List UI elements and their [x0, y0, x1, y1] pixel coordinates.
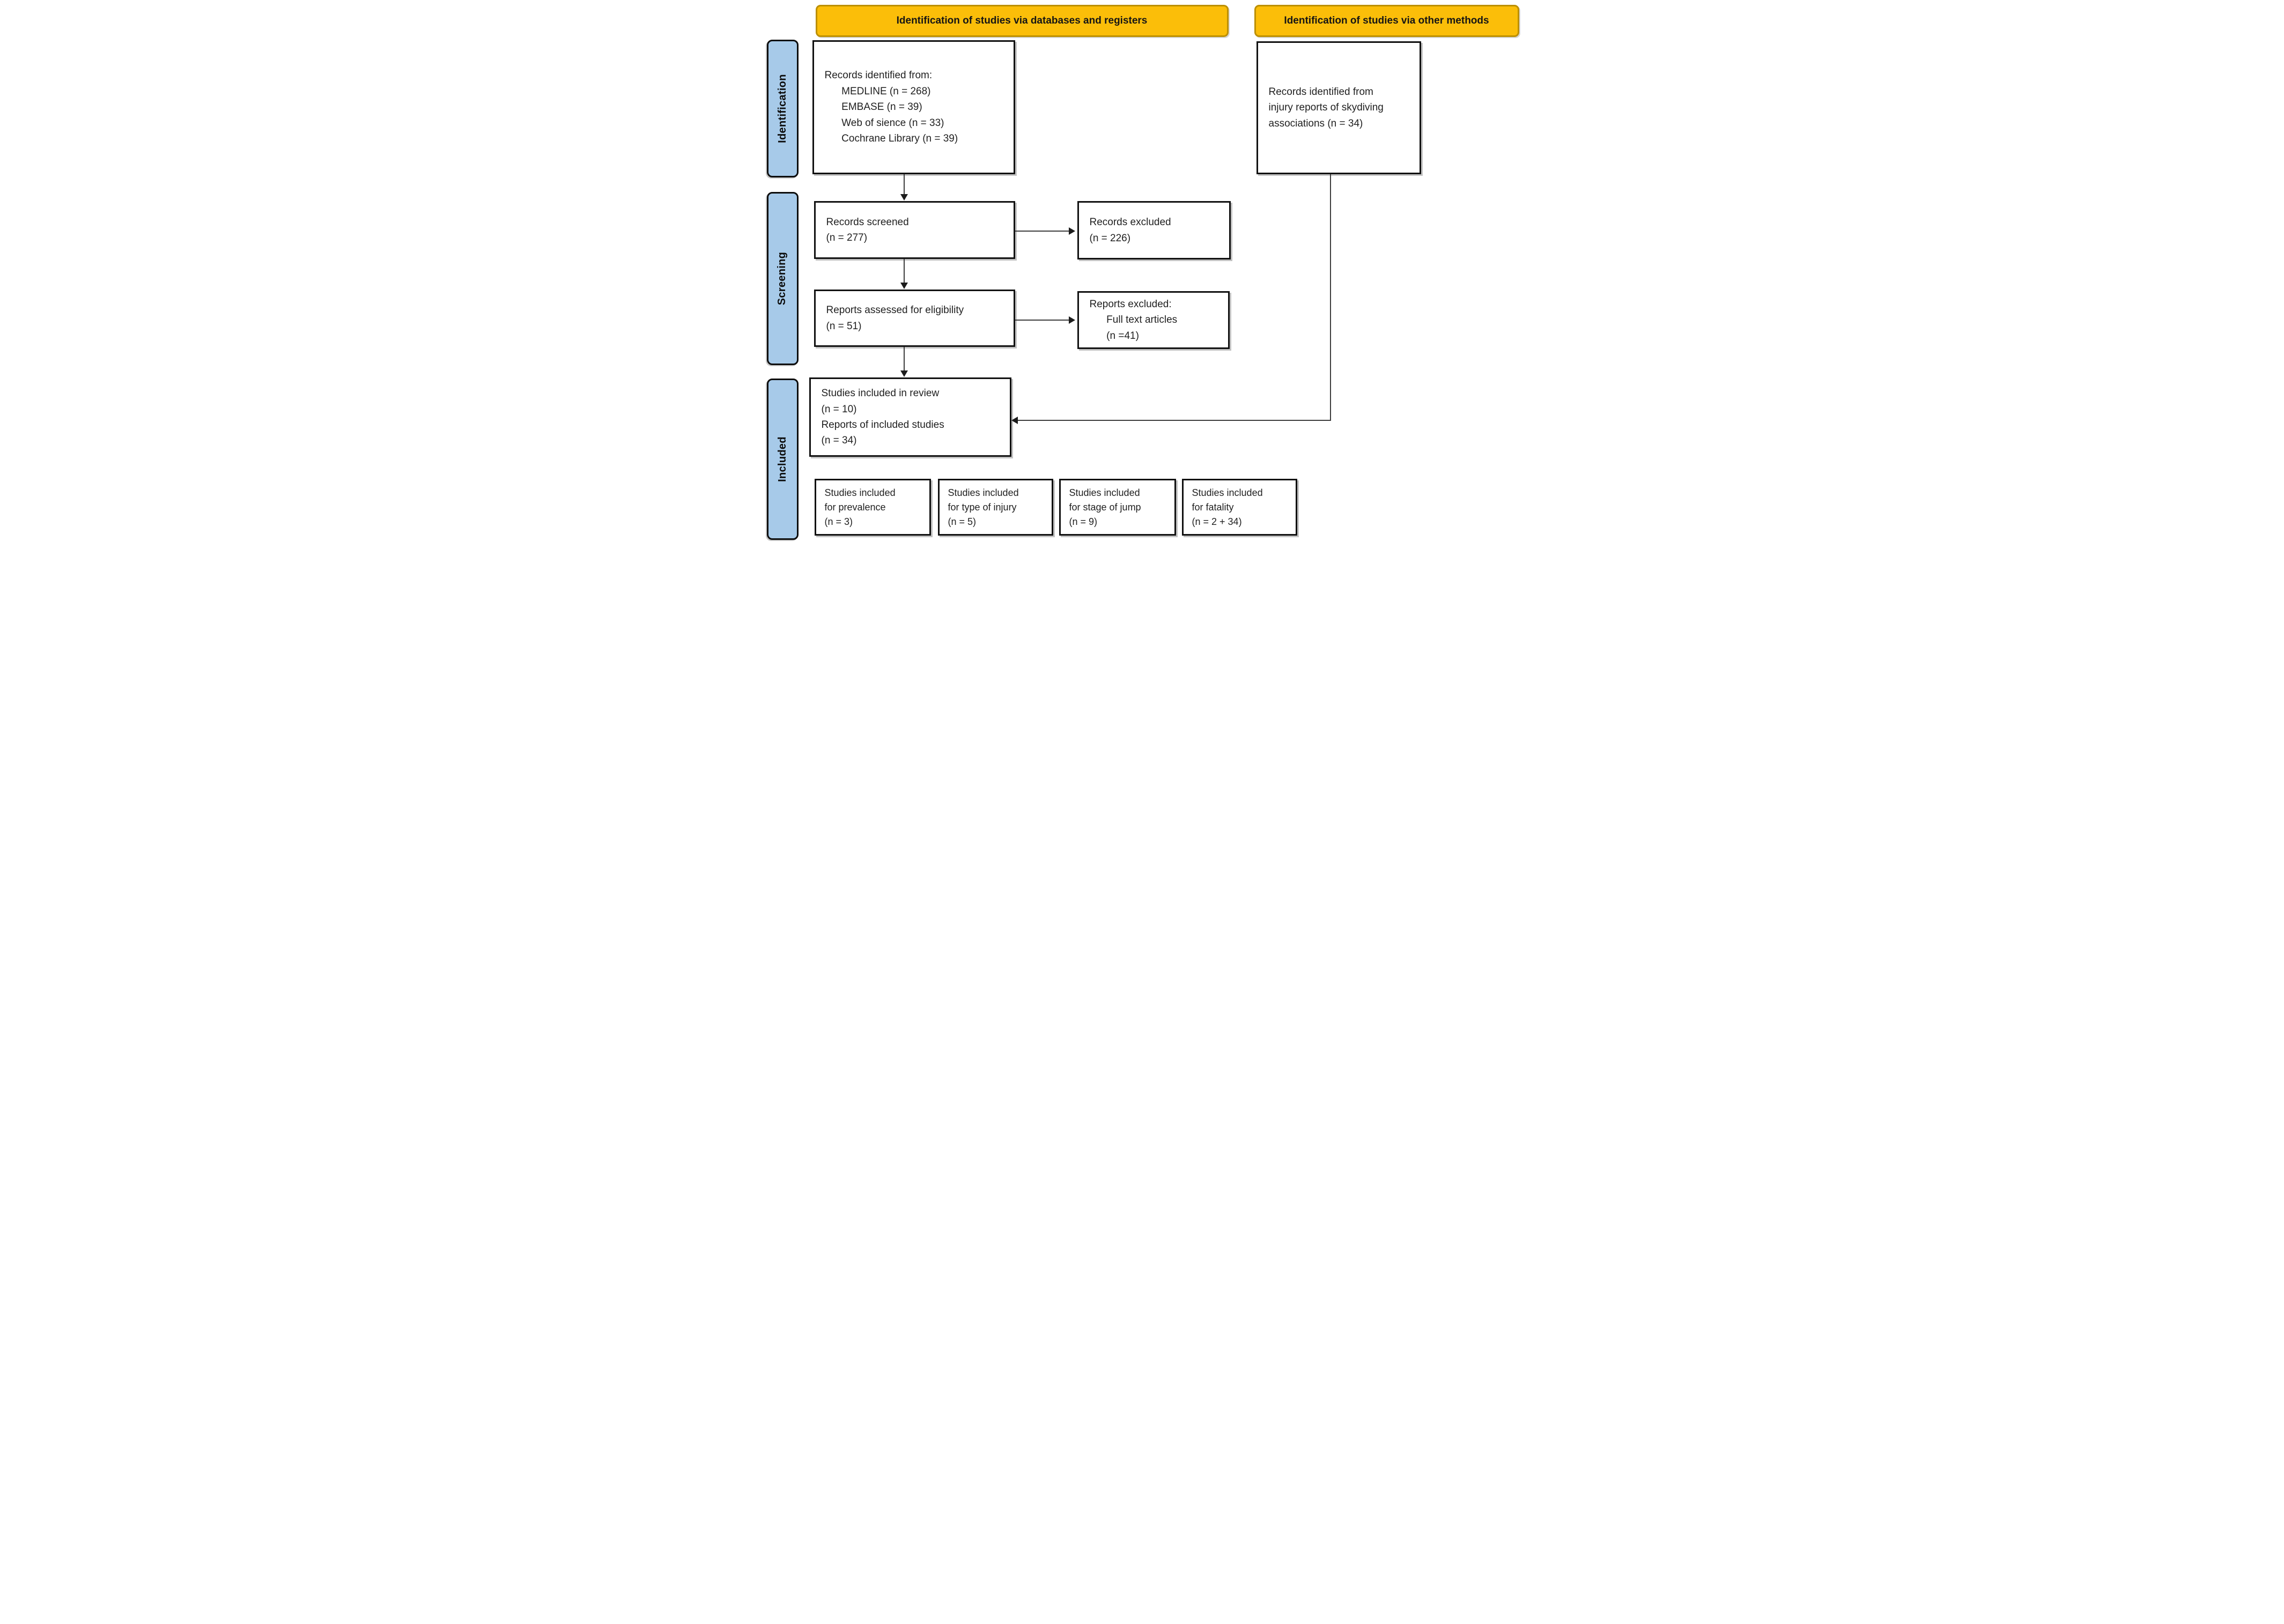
- box-records-excluded-text: Records excluded (n = 226): [1089, 217, 1171, 244]
- box-studies-included: Studies included in review (n = 10) Repo…: [809, 377, 1011, 457]
- lane-screening: Screening: [766, 192, 799, 365]
- arrow-assessed-to-included-line: [903, 347, 905, 371]
- header-other-methods-label: Identification of studies via other meth…: [1284, 15, 1489, 26]
- box-reports-assessed-text: Reports assessed for eligibility (n = 51…: [826, 305, 964, 332]
- header-other-methods: Identification of studies via other meth…: [1254, 5, 1519, 37]
- arrow-assessed-to-excluded-line: [1015, 320, 1070, 321]
- box-stage-of-jump-text: Studies included for stage of jump (n = …: [1069, 487, 1141, 527]
- lane-identification: Identification: [766, 40, 799, 177]
- box-studies-included-text: Studies included in review (n = 10) Repo…: [821, 388, 944, 447]
- box-reports-excluded-text: Reports excluded: Full text articles (n …: [1089, 298, 1178, 342]
- prisma-flow-diagram: Identification of studies via databases …: [761, 0, 1523, 542]
- arrow-assessed-to-included-head: [900, 370, 908, 377]
- box-reports-assessed: Reports assessed for eligibility (n = 51…: [814, 290, 1015, 347]
- arrow-identified-to-screened-head: [900, 194, 908, 201]
- arrow-screened-to-assessed-line: [903, 259, 905, 283]
- arrow-screened-to-excluded-head: [1068, 227, 1075, 235]
- box-stage-of-jump: Studies included for stage of jump (n = …: [1059, 479, 1176, 536]
- lane-identification-label: Identification: [776, 74, 788, 143]
- box-fatality: Studies included for fatality (n = 2 + 3…: [1181, 479, 1297, 536]
- box-records-other-methods: Records identified from injury reports o…: [1256, 41, 1421, 174]
- box-records-excluded: Records excluded (n = 226): [1077, 201, 1231, 259]
- header-databases-registers: Identification of studies via databases …: [815, 5, 1229, 37]
- box-records-identified-text: Records identified from: MEDLINE (n = 26…: [824, 70, 958, 145]
- lane-included-label: Included: [776, 436, 788, 482]
- box-prevalence-text: Studies included for prevalence (n = 3): [824, 487, 896, 527]
- box-prevalence: Studies included for prevalence (n = 3): [814, 479, 931, 536]
- arrow-identified-to-screened-line: [903, 174, 905, 195]
- arrow-screened-to-assessed-head: [900, 283, 908, 289]
- box-records-identified: Records identified from: MEDLINE (n = 26…: [812, 40, 1015, 174]
- box-records-other-methods-text: Records identified from injury reports o…: [1268, 86, 1384, 129]
- arrow-assessed-to-excluded-head: [1068, 316, 1075, 324]
- box-fatality-text: Studies included for fatality (n = 2 + 3…: [1192, 487, 1263, 527]
- box-records-screened: Records screened (n = 277): [814, 201, 1015, 259]
- box-records-screened-text: Records screened (n = 277): [826, 216, 909, 243]
- arrow-other-methods-to-included-head: [1011, 417, 1018, 424]
- arrow-screened-to-excluded-line: [1015, 231, 1070, 232]
- lane-screening-label: Screening: [776, 251, 788, 306]
- header-databases-registers-label: Identification of studies via databases …: [896, 15, 1148, 26]
- line-other-methods-vertical: [1329, 174, 1331, 421]
- box-type-of-injury: Studies included for type of injury (n =…: [937, 479, 1053, 536]
- lane-included: Included: [766, 379, 799, 540]
- line-other-methods-horizontal: [1017, 420, 1331, 421]
- box-type-of-injury-text: Studies included for type of injury (n =…: [948, 487, 1019, 527]
- box-reports-excluded: Reports excluded: Full text articles (n …: [1077, 291, 1230, 349]
